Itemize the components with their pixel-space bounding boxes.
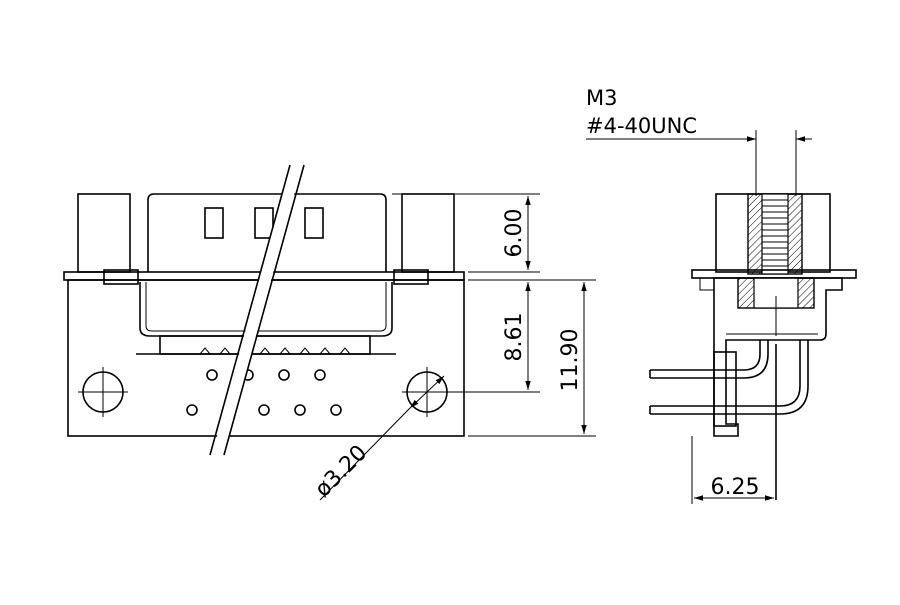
d-shell-plug [147,193,387,272]
break-line [212,165,302,455]
hole-leader [409,375,445,409]
dim-label-hole: ø3.20 [310,440,372,502]
dim-label-6-00: 6.00 [502,209,527,258]
left-screw-post [77,193,131,273]
right-screw-post [401,193,455,273]
pin-window [254,207,274,239]
dim-label-8-61: 8.61 [502,313,527,362]
dim-label-11-90: 11.90 [558,329,583,392]
thread-label-m3: M3 [586,86,617,110]
insert-strip [159,335,371,355]
flange-tab-right [393,269,429,285]
break-line [223,164,305,456]
bent-pin [650,340,809,415]
dim-label-6-25: 6.25 [711,475,760,500]
mounting-hole-left [78,367,128,417]
side-view: M3 #4-40UNC 6.25 [586,86,857,504]
pin-window [204,207,224,239]
bent-pin [650,340,769,379]
thread-label-unc: #4-40UNC [586,114,697,138]
flange-tab-left [103,269,139,285]
break-line [209,164,291,456]
pin-window [304,207,324,239]
bracket-body [713,277,843,437]
pin-holes [186,369,342,416]
front-view [63,164,465,501]
pin-block [713,351,737,427]
